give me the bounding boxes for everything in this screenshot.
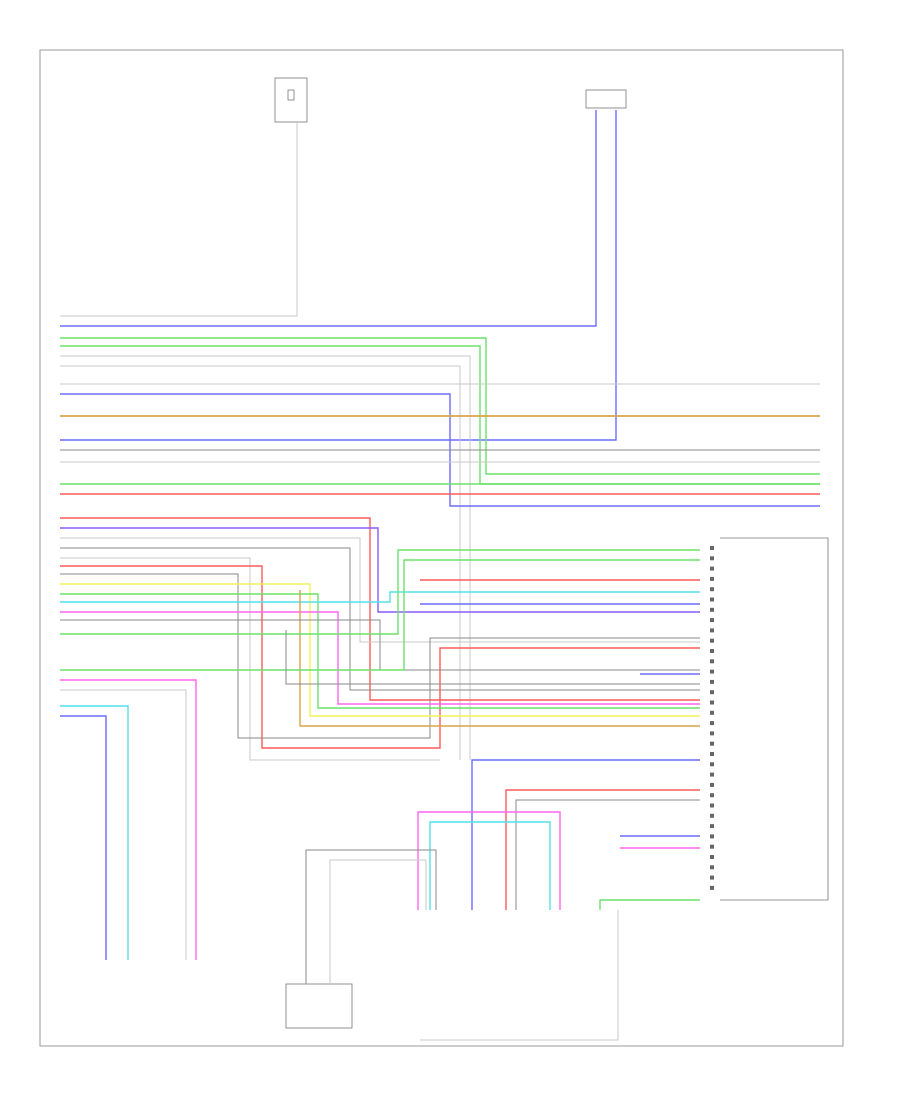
wire-left-pink — [60, 679, 197, 960]
module-pin — [710, 824, 714, 829]
wire-red-2 — [60, 517, 700, 701]
wire-gray-2 — [60, 365, 461, 760]
wire-violet — [60, 527, 700, 613]
module-pin — [710, 546, 714, 550]
wire-bottom-left-box-2 — [329, 859, 427, 984]
module-pin — [710, 885, 714, 890]
module-pin — [710, 628, 714, 633]
wire-gray-1 — [60, 355, 471, 760]
module-pin — [710, 741, 714, 746]
module-pin — [710, 834, 714, 839]
wire-right-blue-b — [60, 110, 617, 441]
module-pin — [710, 813, 714, 818]
module-pin — [710, 752, 714, 756]
module-pin — [710, 679, 714, 684]
wire-gray-5 — [60, 537, 700, 643]
module-pin — [710, 669, 714, 674]
wire-red-3 — [60, 565, 700, 749]
module-pin — [710, 649, 714, 653]
module-pin — [710, 618, 714, 623]
module-pin — [710, 700, 714, 705]
wire-gray-6 — [60, 547, 700, 691]
control-module — [720, 537, 829, 901]
module-pin — [710, 855, 714, 859]
wire-cyan-1 — [60, 591, 700, 603]
module-pin — [710, 762, 714, 767]
bottom-left-component — [285, 983, 353, 1029]
module-pin — [710, 638, 714, 643]
wire-gray-7 — [60, 557, 440, 761]
wire-green-6 — [60, 559, 700, 671]
module-pin — [710, 690, 714, 695]
wire-group — [60, 110, 820, 1041]
wire-green-low — [599, 899, 700, 910]
wire-left-blue — [60, 715, 107, 960]
module-pin — [710, 721, 714, 726]
top-connector — [274, 77, 308, 123]
module-pin — [710, 597, 714, 602]
diagram-frame — [39, 49, 844, 1047]
module-pin — [710, 659, 714, 664]
wire-gray-9 — [60, 619, 700, 671]
wire-bottom-left-box — [305, 849, 437, 984]
module-pin — [710, 793, 714, 798]
wire-left-cyan — [60, 705, 129, 960]
wire-pink-1 — [60, 611, 700, 705]
wire-right-blue-a — [60, 110, 597, 327]
wire-left-gray — [60, 689, 187, 960]
pin-group — [710, 546, 714, 890]
module-pin — [710, 607, 714, 612]
module-pin — [710, 865, 714, 870]
wire-yellow — [60, 583, 700, 717]
module-pin — [710, 772, 714, 777]
module-pin — [710, 710, 714, 715]
wire-pink-low — [417, 811, 561, 910]
wire-green-5 — [60, 549, 700, 635]
wire-top-connector-drop — [60, 122, 298, 317]
module-pin — [710, 556, 714, 561]
module-pin — [710, 731, 714, 736]
wire-gray-low — [515, 799, 700, 910]
right-top-connector — [585, 89, 627, 109]
wire-gray-10 — [285, 630, 700, 685]
wire-cyan-low — [429, 821, 551, 910]
wire-gray-8 — [60, 573, 700, 739]
wire-green-2 — [60, 345, 820, 485]
wire-orange-2 — [299, 590, 700, 727]
module-pin — [710, 844, 714, 849]
wire-green-4 — [60, 593, 700, 709]
wire-red-low — [505, 789, 700, 910]
wire-bottom-right — [420, 910, 619, 1041]
wire-blue-low — [471, 759, 700, 910]
module-pin — [710, 587, 714, 592]
module-pin — [710, 782, 714, 787]
module-pin — [710, 875, 714, 880]
module-pin — [710, 803, 714, 808]
wire-green-1 — [60, 337, 820, 475]
module-pin — [710, 576, 714, 581]
module-pin — [710, 566, 714, 571]
